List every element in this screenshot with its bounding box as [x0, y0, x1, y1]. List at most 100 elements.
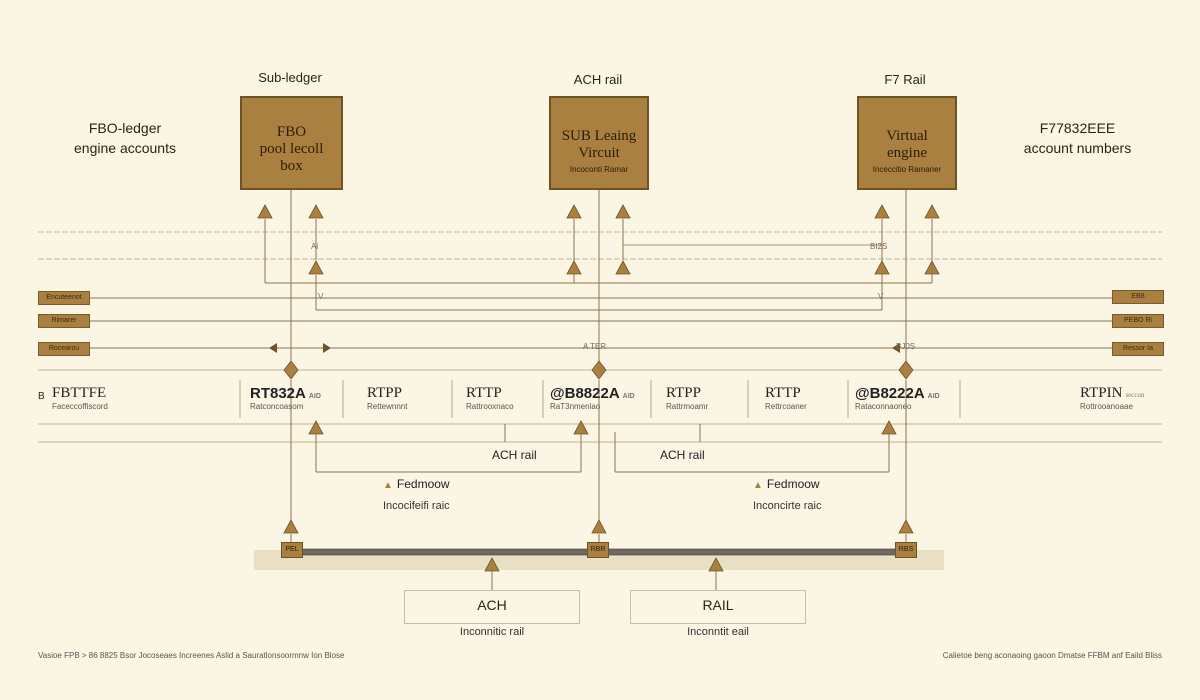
- row-cell-7-sub: Rettrcoaner: [765, 402, 807, 411]
- bottom-box-ach-sub: Inconnitic rail: [459, 626, 525, 638]
- fed-label-1-title: Fedmoow: [396, 477, 450, 491]
- row-cell-2-sub: Ratconcoasom: [250, 402, 304, 411]
- row-cell-8-sub: Rataconnaoneo: [855, 402, 912, 411]
- bus-node-1: PEL: [281, 542, 303, 558]
- bus-node-3: RBS: [895, 542, 917, 558]
- row-cell-4: RTTP Rattrooxnaco: [466, 385, 514, 411]
- row-cell-6: RTPP Rattrmoamr: [666, 385, 708, 411]
- fed-label-1-sub: Incocifeifi raic: [383, 500, 450, 512]
- column-title-sub-ledger: Sub-ledger: [258, 70, 322, 85]
- tiny-label-2: V: [318, 292, 324, 301]
- arrowhead-up: [708, 557, 724, 572]
- row-cell-5-sub: RaT3nmenlao: [550, 402, 601, 411]
- diamond-node: [591, 360, 607, 380]
- arrowhead-up: [566, 260, 582, 275]
- row-cell-3-title: RTPP: [367, 385, 402, 401]
- right-side-line2: account numbers: [1023, 140, 1132, 156]
- row-cell-4-sub: Rattrooxnaco: [466, 402, 514, 411]
- bus-node-2: RBR: [587, 542, 609, 558]
- left-tag-1: Encuteenot: [38, 291, 90, 305]
- virtual-box-small: Inceccitio Ramaner: [872, 165, 942, 174]
- row-cell-1: FBTTFE Faceccoffiscord: [52, 385, 108, 411]
- column-title-f7-rail: F7 Rail: [884, 72, 926, 87]
- arrowhead-up: [308, 260, 324, 275]
- arrowhead-up: [283, 519, 299, 534]
- left-tag-3: Rocearou: [38, 342, 90, 356]
- arrowhead-up: [615, 260, 631, 275]
- left-tag-2: Rimarer: [38, 314, 90, 328]
- row-cell-8-title: @B8222A: [855, 385, 925, 402]
- triangle-icon: ▲: [383, 480, 393, 491]
- diamond-node: [898, 360, 914, 380]
- tiny-label-6: BI2S: [870, 242, 888, 251]
- row-lead: B: [38, 391, 45, 402]
- row-cell-3: RTPP Rettewnnnt: [367, 385, 407, 411]
- bottom-box-rail-title: RAIL: [702, 597, 734, 613]
- arrowhead-up: [874, 260, 890, 275]
- fed-label-2-title: Fedmoow: [766, 477, 820, 491]
- virtual-engine-box: Virtual engine Inceccitio Ramaner: [857, 96, 957, 190]
- mid-label-ach-2: ACH rail: [660, 448, 705, 462]
- left-side-line1: FBO-ledger: [88, 120, 162, 136]
- right-side-label: F77832EEE account numbers: [1000, 118, 1155, 158]
- fbo-box-line2: pool lecoll: [259, 141, 324, 157]
- arrowhead-up: [924, 204, 940, 219]
- row-cell-6-title: RTPP: [666, 385, 701, 401]
- row-cell-2-mark: AID: [308, 393, 321, 400]
- row-cell-3-sub: Rettewnnnt: [367, 402, 408, 411]
- row-cell-6-sub: Rattrmoamr: [666, 402, 709, 411]
- virtual-box-line1: Virtual: [886, 128, 928, 144]
- row-cell-9-mark: seccon: [1125, 391, 1145, 399]
- fbo-box-line3: box: [280, 158, 303, 174]
- sub-box-small: Incoconti Ramar: [569, 165, 629, 174]
- virtual-box-line2: engine: [887, 145, 927, 161]
- fed-label-1: ▲Fedmoow: [383, 477, 450, 491]
- right-side-line1: F77832EEE: [1039, 120, 1116, 136]
- right-tag-2: PEBO Ri: [1112, 314, 1164, 328]
- row-cell-2-title: RT832A: [250, 385, 306, 402]
- fbo-pool-box: FBO pool lecoll box: [240, 96, 343, 190]
- arrowhead-up: [898, 519, 914, 534]
- arrowhead-up: [615, 204, 631, 219]
- arrowhead-up: [308, 420, 324, 435]
- arrowhead-up: [484, 557, 500, 572]
- arrowhead-up: [308, 204, 324, 219]
- column-title-ach-rail: ACH rail: [573, 72, 623, 87]
- row-cell-4-title: RTTP: [466, 385, 502, 401]
- bottom-box-ach: ACH: [404, 590, 580, 624]
- arrowhead-up: [881, 420, 897, 435]
- right-tag-3: Ressor Ia: [1112, 342, 1164, 356]
- side-arrow: [269, 343, 277, 353]
- row-cell-1-title: FBTTFE: [52, 385, 107, 401]
- row-cell-7-title: RTTP: [765, 385, 801, 401]
- row-cell-1-sub: Faceccoffiscord: [52, 402, 108, 411]
- tiny-label-1: Ai: [311, 242, 319, 251]
- sub-box-line1: SUB Leaing: [561, 128, 637, 144]
- triangle-icon: ▲: [753, 480, 763, 491]
- row-cell-7: RTTP Rettrcoaner: [765, 385, 807, 411]
- right-tag-1: EB8: [1112, 290, 1164, 304]
- mid-label-ach-1: ACH rail: [492, 448, 537, 462]
- side-arrow: [323, 343, 331, 353]
- tiny-label-5: V: [878, 292, 884, 301]
- footer-right: Calietoe beng aconaoing gaoon Dmatse FFB…: [942, 651, 1162, 660]
- bottom-box-rail-sub: Inconntit eail: [687, 626, 749, 638]
- fed-label-2: ▲Fedmoow: [753, 477, 820, 491]
- arrowhead-up: [566, 204, 582, 219]
- fbo-box-line1: FBO: [276, 124, 307, 140]
- bottom-box-rail: RAIL: [630, 590, 806, 624]
- side-arrow: [892, 343, 900, 353]
- tiny-label-4: BJ0S: [896, 342, 916, 351]
- arrowhead-up: [573, 420, 589, 435]
- row-cell-5-title: @B8822A: [550, 385, 620, 402]
- row-cell-8-mark: AID: [927, 393, 940, 400]
- arrowhead-up: [257, 204, 273, 219]
- sub-leading-box: SUB Leaing Vircuit Incoconti Ramar: [549, 96, 649, 190]
- fed-label-2-sub: Inconcirte raic: [753, 500, 822, 512]
- row-cell-9-sub: Rottrooanoaae: [1080, 402, 1133, 411]
